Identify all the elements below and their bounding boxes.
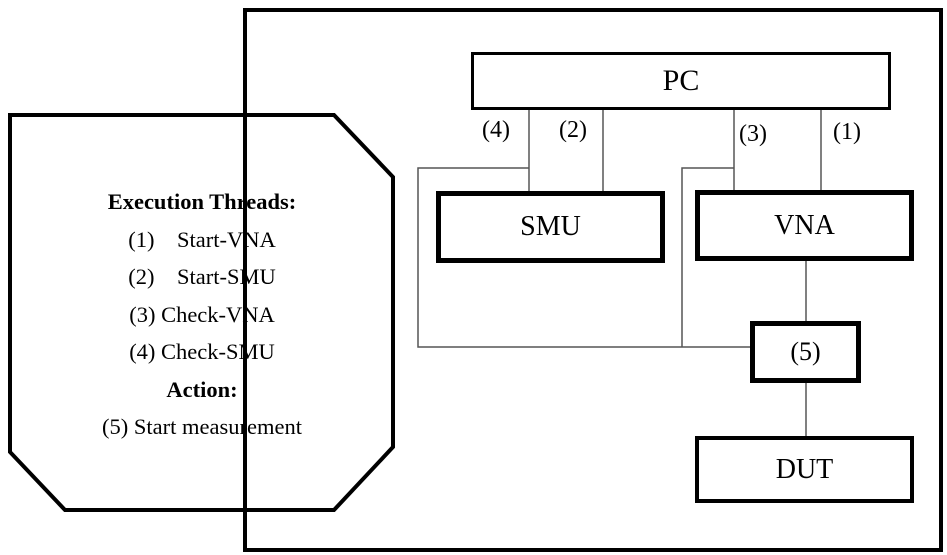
wire-label-1: (1) bbox=[833, 119, 861, 145]
wire-label-3: (3) bbox=[739, 121, 767, 147]
vna-label: VNA bbox=[774, 209, 835, 241]
thread-item: (1) Start-VNA bbox=[128, 226, 276, 252]
legend-panel bbox=[8, 113, 395, 512]
pc-box: PC bbox=[471, 52, 891, 110]
threads-heading: Execution Threads: bbox=[107, 189, 297, 214]
action-item: (5) Start measurement bbox=[102, 414, 302, 439]
action-box-label: (5) bbox=[790, 337, 821, 366]
legend-text: Execution Threads: (1) Start-VNA (2) Sta… bbox=[12, 183, 392, 446]
wire-label-2: (2) bbox=[559, 117, 587, 143]
smu-box: SMU bbox=[436, 191, 665, 263]
pc-label: PC bbox=[662, 64, 700, 97]
wire-vna-thread-to-action bbox=[681, 167, 734, 347]
wire-smu-thread-to-action bbox=[417, 167, 750, 348]
action-heading: Action: bbox=[166, 376, 238, 402]
wire-label-4: (4) bbox=[482, 117, 510, 143]
dut-label: DUT bbox=[775, 453, 834, 485]
thread-item: (2) Start-SMU bbox=[128, 264, 276, 289]
system-frame bbox=[243, 8, 943, 552]
vna-box: VNA bbox=[695, 190, 914, 261]
action-box: (5) bbox=[750, 321, 861, 383]
smu-label: SMU bbox=[520, 211, 581, 242]
thread-item: (3) Check-VNA bbox=[129, 301, 275, 327]
thread-item: (4) Check-SMU bbox=[129, 339, 275, 364]
dut-box: DUT bbox=[695, 436, 914, 503]
